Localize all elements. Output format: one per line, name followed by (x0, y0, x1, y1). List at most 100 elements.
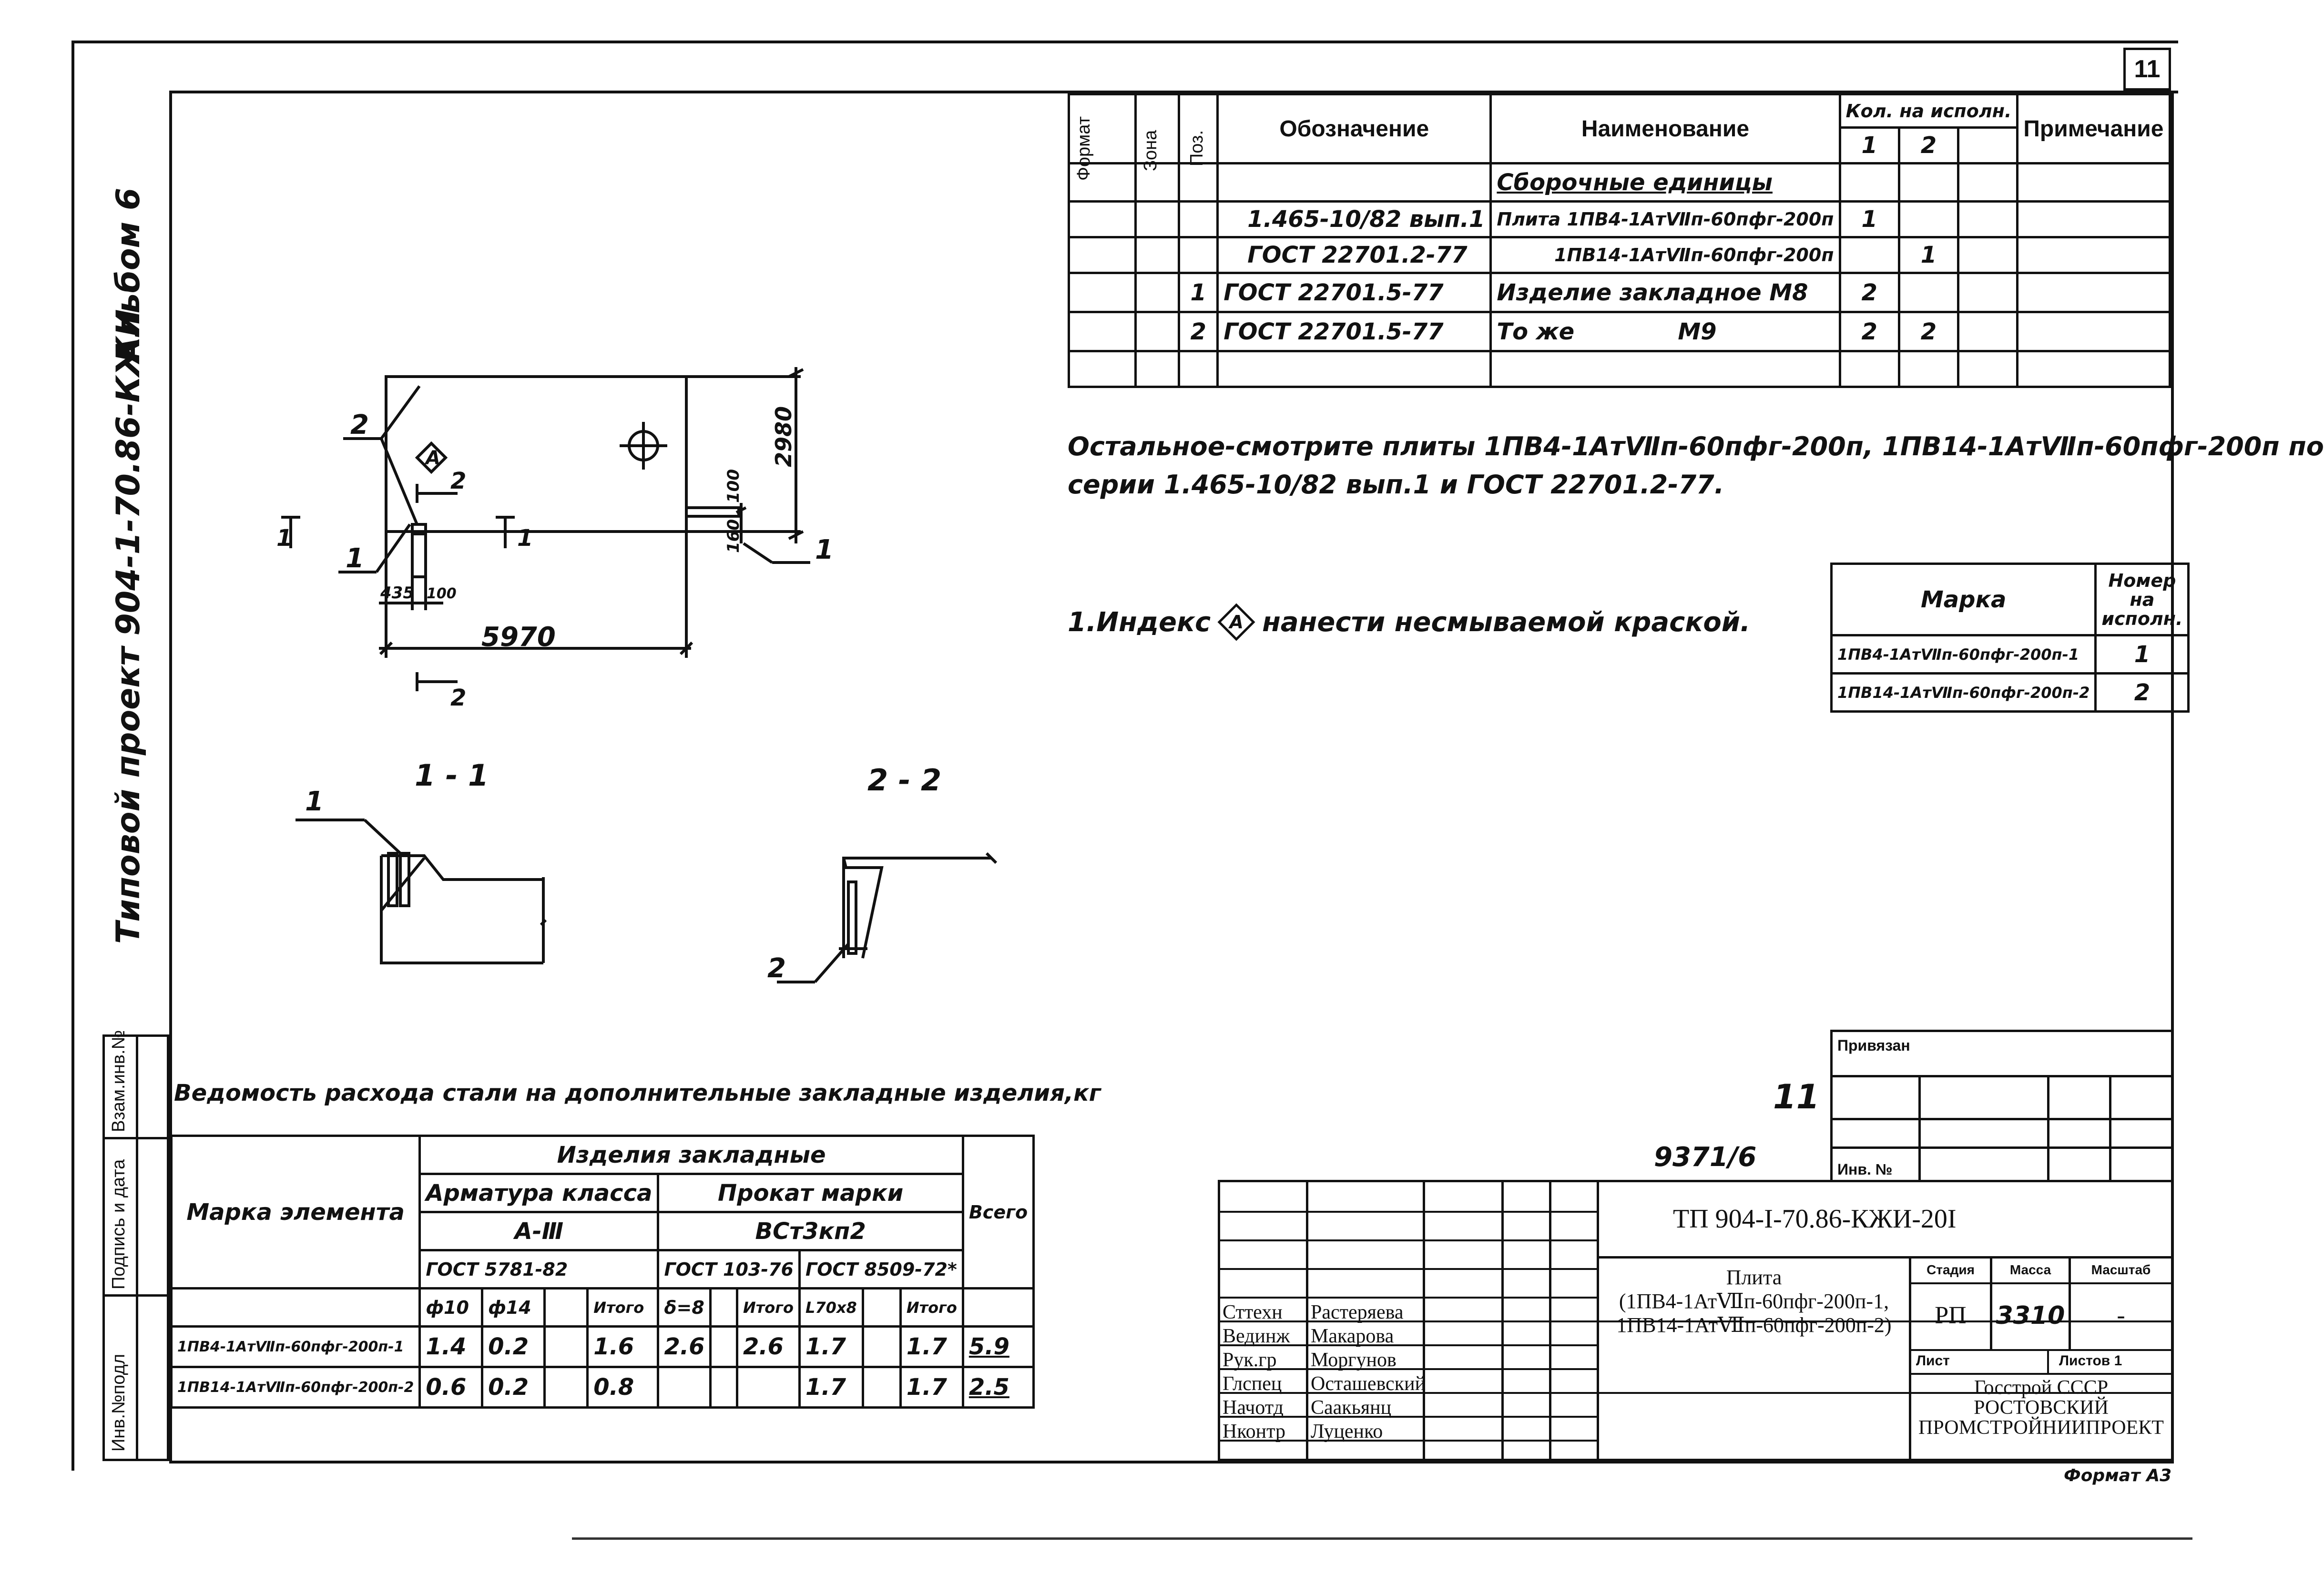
spec-row-q2 (1897, 200, 1960, 238)
sheets-label: Листов 1 (2059, 1353, 2122, 1369)
dim-100b-label: 100 (724, 469, 743, 503)
left-stamp: Взам.инв.№ Подпись и дата Инв.№подл (102, 1030, 169, 1461)
steel-sub: L70х8 (798, 1287, 864, 1328)
cut-2-bottom: 2 (450, 685, 466, 711)
embed-plate-right (685, 506, 740, 518)
steel-h-gost3: ГОСТ 8509-72* (798, 1249, 964, 1289)
h-designation: Обозначение (1216, 93, 1492, 164)
steel-h-gost1: ГОСТ 5781-82 (418, 1249, 660, 1289)
role: Рук.гр (1223, 1349, 1277, 1371)
outer-frame-left (71, 41, 74, 1471)
scale-value: - (2117, 1302, 2125, 1329)
person-name: Растеряева (1311, 1301, 1404, 1323)
steel-sub: δ=8 (657, 1287, 712, 1328)
steel-cell (861, 1366, 902, 1409)
spec-row-pos: 2 (1178, 311, 1219, 352)
steel-cell: 0.2 (481, 1366, 546, 1409)
steel-h-marka: Марка элемента (170, 1135, 421, 1289)
spec-row-pos: 1 (1178, 272, 1219, 313)
marka-header: Марка (1830, 563, 2097, 636)
marka-num-header: Номер на исполн. (2094, 563, 2190, 636)
spec-row-q2: 2 (1897, 311, 1960, 352)
section-2-2-drawing: 2 (767, 852, 998, 984)
steel-cell: 1.4 (418, 1325, 484, 1368)
note-rest-2: серии 1.465-10/82 вып.1 и ГОСТ 22701.2-7… (1068, 470, 1724, 500)
item-title-2: (1ПВ4-1АтⅦп-60пфг-200п-1, (1619, 1289, 1889, 1313)
index-letter: А (1229, 612, 1244, 633)
spec-row-name: Изделие закладное М8 (1489, 272, 1841, 313)
bottom-rule (572, 1537, 2192, 1540)
h-note: Примечание (2016, 93, 2171, 164)
steel-cell (543, 1366, 589, 1409)
callout-right-label: 1 (815, 534, 834, 565)
h-scale: Масштаб (2091, 1262, 2151, 1277)
stamp-orig-inv: Инв.№подл (109, 1353, 129, 1452)
embed-plate-1 (411, 523, 427, 578)
org-3: ПРОМСТРОЙНИИПРОЕКТ (1918, 1417, 2164, 1439)
spec-row-q1: 1 (1838, 200, 1900, 238)
role: Вединж (1223, 1325, 1290, 1347)
steel-cell: 2.6 (657, 1325, 712, 1368)
inner-frame-bottom (169, 1461, 2174, 1463)
role: Нконтр (1223, 1421, 1285, 1443)
steel-cell: 1.7 (899, 1325, 964, 1368)
index-diamond: А (1217, 603, 1255, 641)
section-1-1-drawing: 1 (296, 786, 547, 964)
steel-sub (709, 1287, 738, 1328)
spec-row-name: Плита 1ПВ4-1АтⅦп-60пфг-200п (1489, 200, 1841, 238)
title-code: ТП 904-I-70.86-КЖИ-20I (1673, 1204, 1957, 1234)
sheet-number-box: 11 (2123, 48, 2171, 91)
section-2-callout: 2 (767, 953, 786, 984)
privyazan-label: Привязан (1837, 1037, 1910, 1054)
marka-table: Марка Номер на исполн. 1ПВ4-1АтⅦп-60пфг-… (1830, 563, 2190, 713)
dim-length-label: 5970 (481, 622, 556, 653)
inv-no-label: Инв. № (1837, 1161, 1893, 1178)
role: Начотд (1223, 1397, 1284, 1419)
spec-row-designation: 1.465-10/82 вып.1 (1216, 200, 1492, 238)
sheet-label: Лист (1916, 1353, 1950, 1369)
note-index: 1.Индекс А нанести несмываемой краской. (1068, 603, 1750, 641)
steel-h-products: Изделия закладные (418, 1135, 964, 1175)
spec-row-designation: ГОСТ 22701.5-77 (1216, 311, 1492, 352)
item-title: Плита (1ПВ4-1АтⅦп-60пфг-200п-1, 1ПВ14-1А… (1601, 1266, 1906, 1337)
stamp-signature-date: Подпись и дата (109, 1159, 129, 1289)
person-name: Осташевский (1311, 1373, 1426, 1395)
project-label: Типовой проект 904-1-70.86-КЖИ (110, 309, 147, 944)
cut-1-left: 1 (276, 525, 292, 552)
note-rest-1: Остальное-смотрите плиты 1ПВ4-1АтⅦп-60пф… (1068, 431, 2324, 461)
steel-cell: 0.2 (481, 1325, 546, 1368)
callout-1-label: 1 (346, 543, 364, 574)
privyazan-box: Привязан Инв. № (1830, 1030, 2173, 1182)
steel-cell (709, 1325, 738, 1368)
section-title: Сборочные единицы (1489, 162, 1841, 203)
steel-cell: 1.6 (586, 1325, 660, 1368)
steel-sub: Итого (899, 1287, 964, 1328)
spec-row-designation: ГОСТ 22701.5-77 (1216, 272, 1492, 313)
steel-cell: 1.7 (798, 1325, 864, 1368)
steel-h-class: А-Ⅲ (418, 1211, 660, 1251)
handwritten-number: 9371/6 (1654, 1142, 1757, 1173)
dim-160-label: 160 (724, 519, 743, 553)
steel-cell: 0.8 (586, 1366, 660, 1409)
person-name: Луценко (1311, 1421, 1383, 1443)
spec-row-q2 (1897, 272, 1960, 313)
steel-table-title: Ведомость расхода стали на дополнительны… (174, 1080, 1101, 1106)
spec-row-q1: 2 (1838, 311, 1900, 352)
steel-row-marka: 1ПВ14-1АтⅦп-60пфг-200п-2 (170, 1366, 421, 1409)
item-title-1: Плита (1726, 1266, 1782, 1289)
h-pos: Поз. (1187, 130, 1207, 166)
steel-sub: Итого (586, 1287, 660, 1328)
steel-cell (543, 1325, 589, 1368)
marka-row-num: 2 (2094, 672, 2190, 713)
h-zone: Зона (1141, 130, 1161, 171)
marka-row: 1ПВ4-1АтⅦп-60пфг-200п-1 (1830, 634, 2097, 675)
index-diamond-mark (415, 441, 448, 474)
steel-sub: ф10 (418, 1287, 484, 1328)
person-name: Моргунов (1311, 1349, 1396, 1371)
slab-outline (385, 375, 688, 533)
stage-value: РП (1935, 1302, 1967, 1329)
steel-h-total: Всего (961, 1135, 1035, 1289)
h-stage: Стадия (1926, 1262, 1975, 1277)
marka-row-num: 1 (2094, 634, 2190, 675)
steel-cell (657, 1366, 712, 1409)
